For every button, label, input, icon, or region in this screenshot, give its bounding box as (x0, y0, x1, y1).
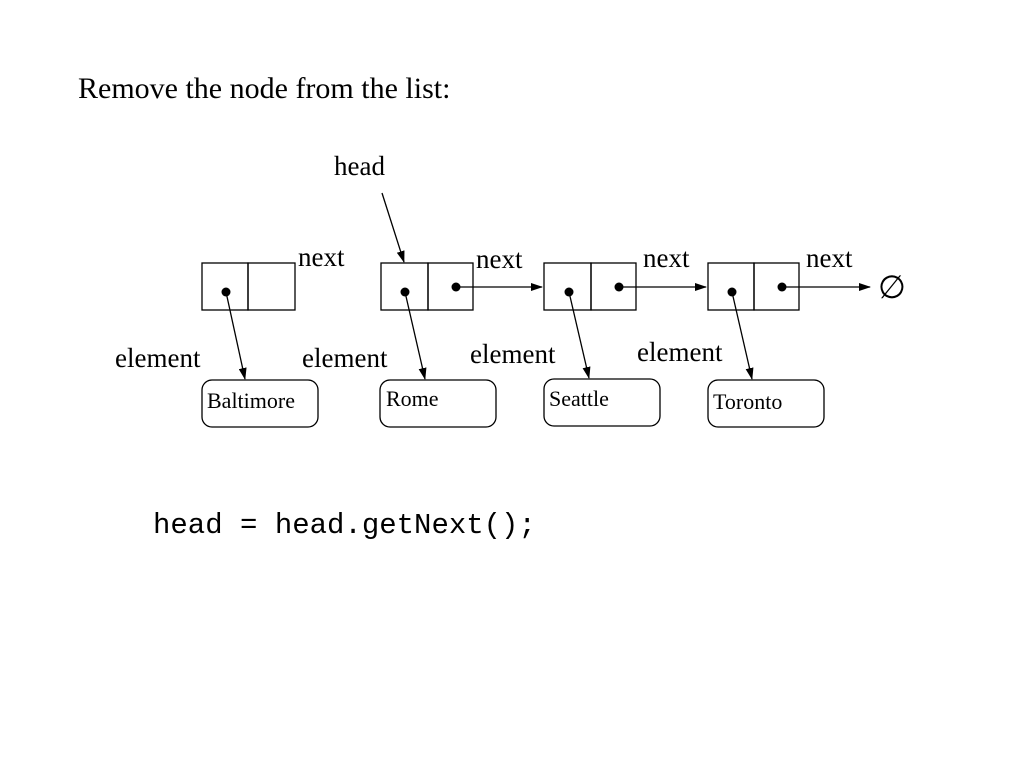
head-pointer-arrow (381, 192, 405, 263)
next-label: next (643, 243, 690, 273)
null-symbol: ∅ (878, 269, 906, 305)
node-element-cell (707, 262, 755, 311)
head-label: head (334, 151, 385, 181)
element-pointer-arrow (731, 291, 754, 380)
element-value-toronto: Toronto (713, 389, 782, 414)
code-statement: head = head.getNext(); (153, 509, 536, 542)
element-pointer-arrow (404, 291, 427, 380)
element-label: element (470, 339, 556, 369)
element-pointer-arrow (568, 291, 591, 379)
next-label: next (476, 244, 523, 274)
element-label: element (115, 343, 201, 373)
element-label: element (302, 343, 388, 373)
next-label: next (806, 243, 853, 273)
element-box-rome (379, 379, 497, 428)
node-element-cell (201, 262, 249, 311)
element-value-baltimore: Baltimore (207, 388, 295, 413)
node-next-cell (247, 262, 296, 311)
node-element-cell (380, 262, 429, 311)
element-box-seattle (543, 378, 661, 427)
list-node-baltimore (201, 262, 296, 311)
element-box-toronto (707, 379, 825, 428)
page-title: Remove the node from the list: (78, 72, 451, 105)
element-label: element (637, 337, 723, 367)
element-value-rome: Rome (386, 386, 439, 411)
next-label: next (298, 242, 345, 272)
element-value-seattle: Seattle (549, 386, 609, 411)
node-element-cell (543, 262, 592, 311)
element-box-baltimore (201, 379, 319, 428)
element-pointer-arrow (225, 291, 247, 380)
